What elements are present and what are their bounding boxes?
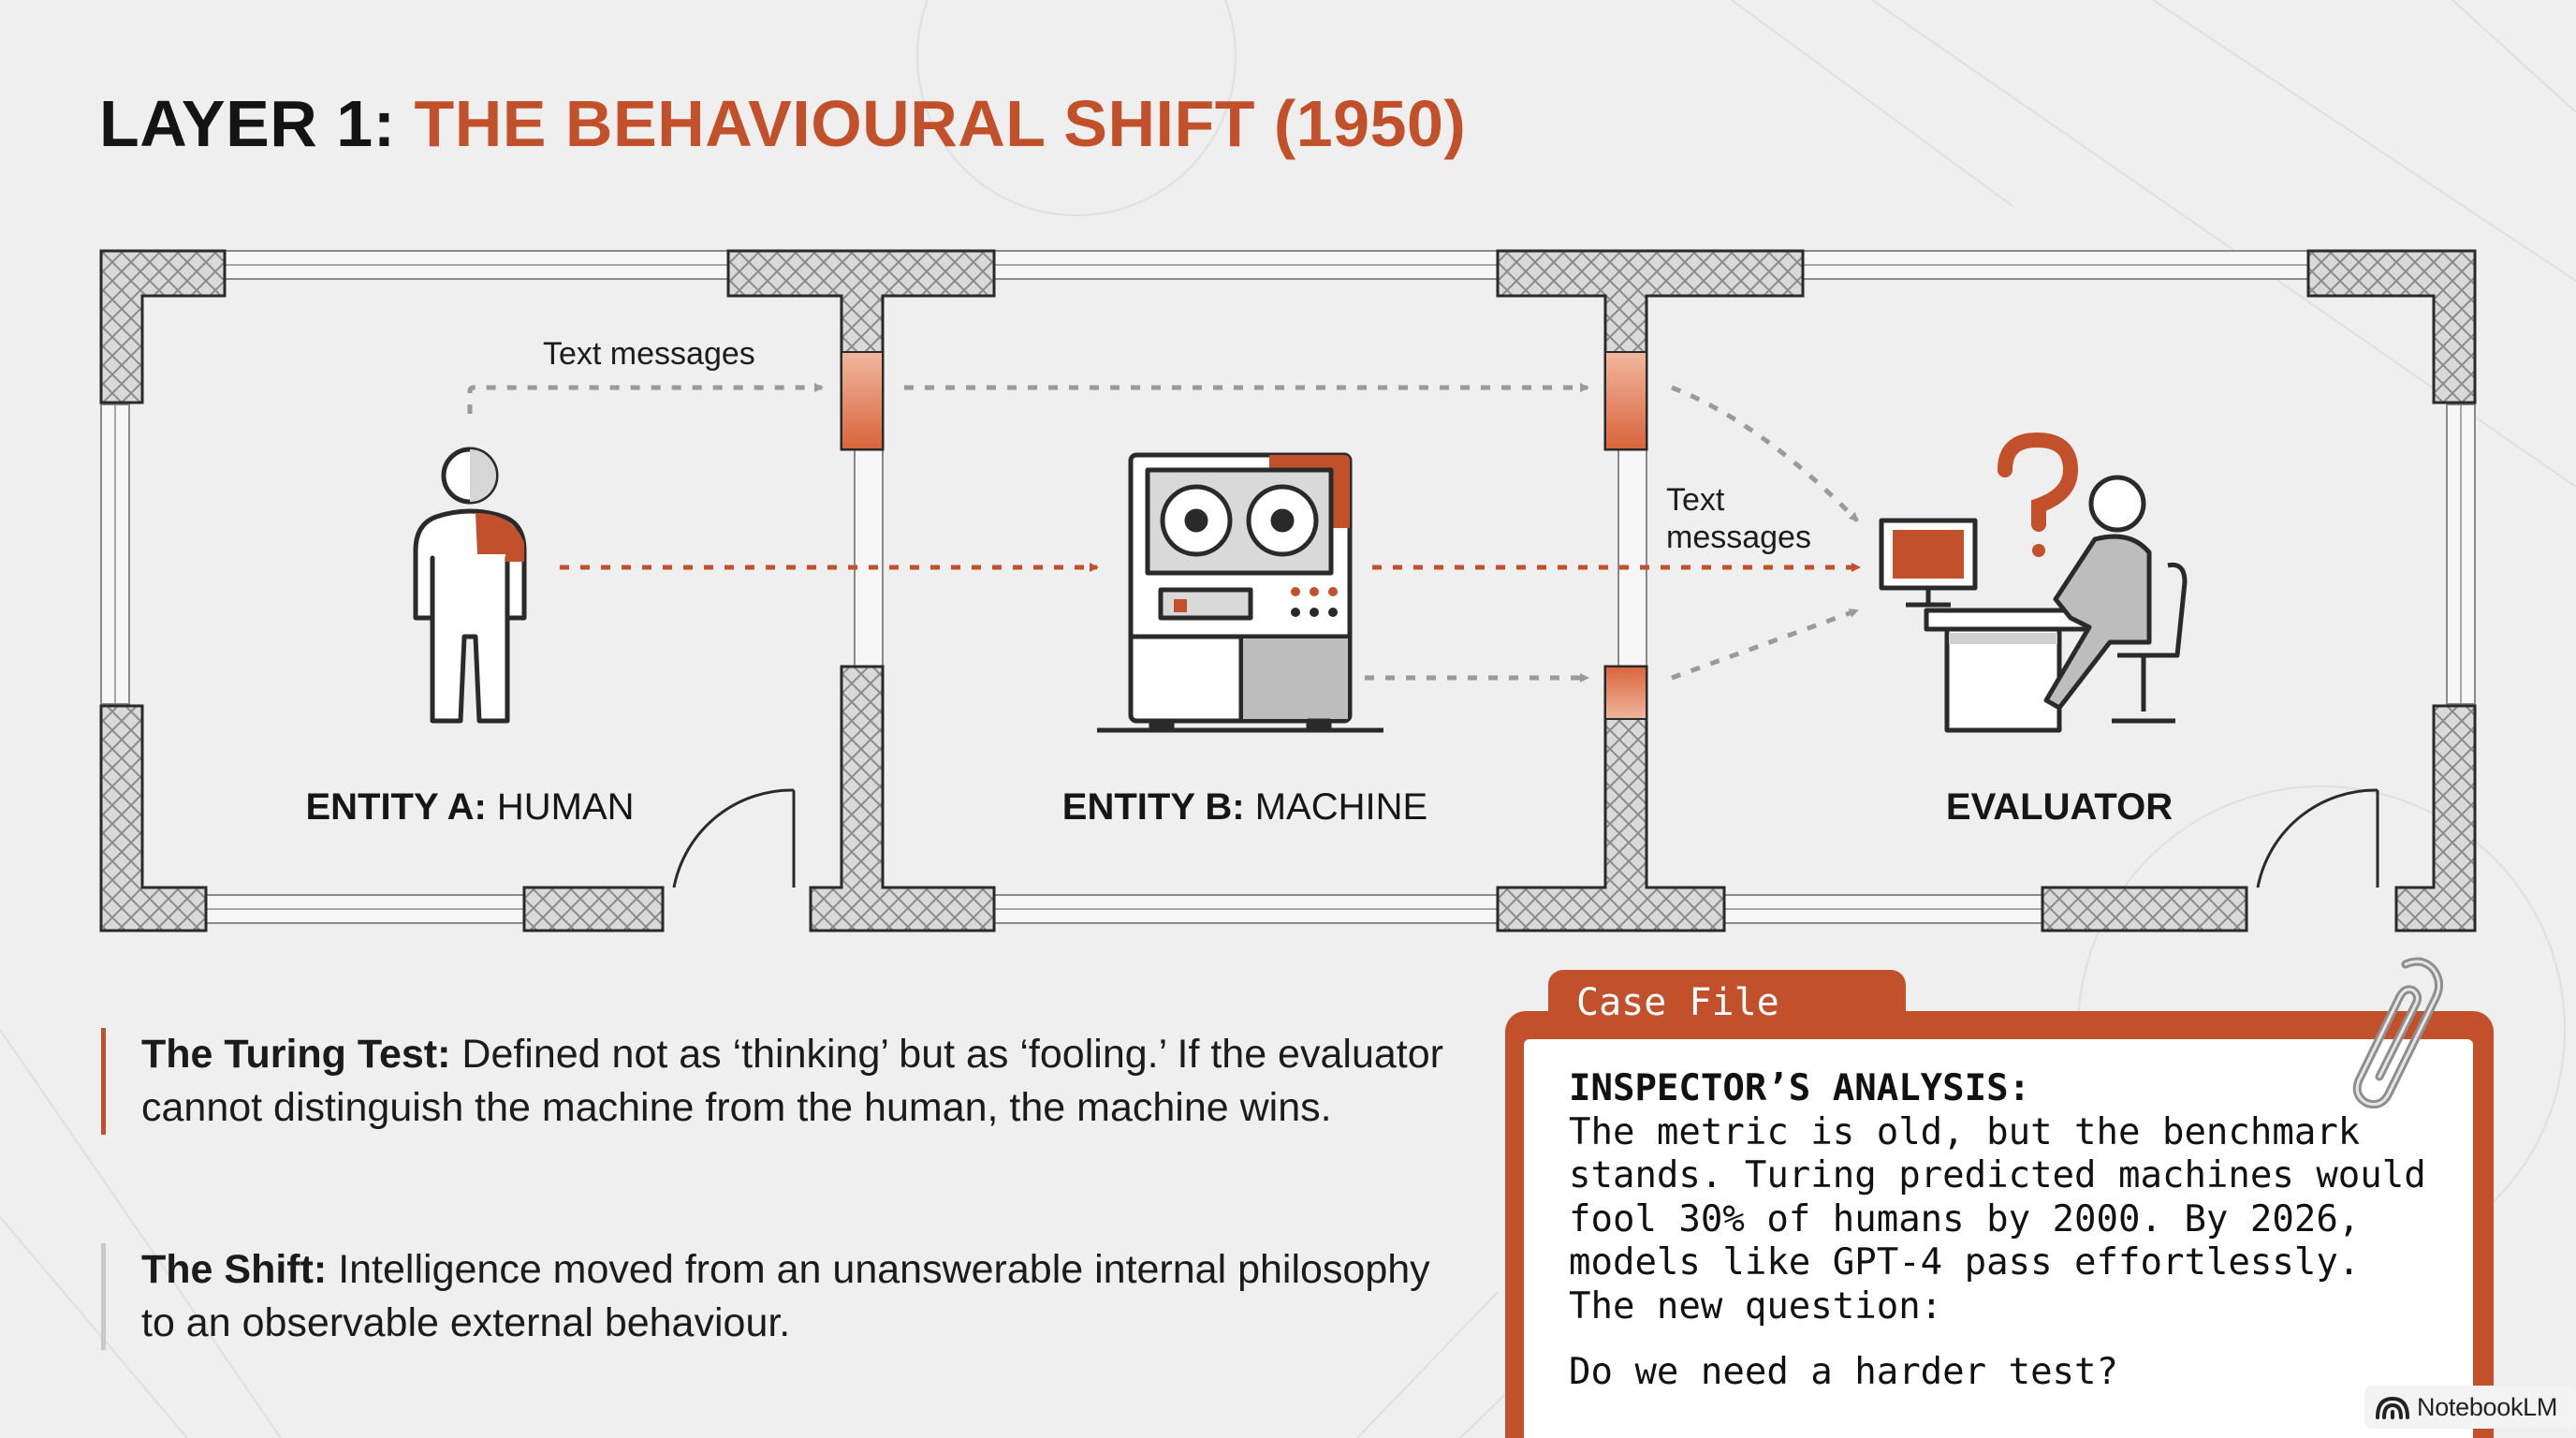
title-highlight: THE BEHAVIOURAL SHIFT (1950) — [414, 87, 1467, 160]
page-title: LAYER 1: THE BEHAVIOURAL SHIFT (1950) — [99, 86, 1466, 161]
entity-a-label-bold: ENTITY A: — [305, 786, 487, 828]
evaluator-desk-icon — [1879, 475, 2188, 733]
notebooklm-logo-icon — [2376, 1396, 2409, 1419]
turing-test-note: The Turing Test: Defined not as ‘thinkin… — [101, 1028, 1471, 1135]
arrow-label-top: Text messages — [543, 336, 755, 372]
entity-a-label-rest: HUMAN — [486, 786, 635, 828]
evaluator-label-bold: EVALUATOR — [1945, 786, 2174, 828]
evaluator-label: EVALUATOR — [1946, 786, 2173, 829]
entity-b-label: ENTITY B: MACHINE — [1062, 786, 1427, 829]
case-file-tab-label: Case File — [1576, 981, 1779, 1024]
case-file-heading: INSPECTOR’S ANALYSIS: — [1569, 1067, 2031, 1109]
shift-note-text: Intelligence moved from an unanswerable … — [141, 1247, 1430, 1345]
reel-to-reel-computer-icon — [1097, 452, 1383, 733]
wall-openings — [841, 351, 1647, 720]
entity-a-label: ENTITY A: HUMAN — [305, 786, 634, 829]
case-file-text: INSPECTOR’S ANALYSIS: The metric is old,… — [1569, 1067, 2439, 1395]
turing-test-note-text: Defined not as ‘thinking’ but as ‘foolin… — [141, 1032, 1443, 1130]
case-file-question: Do we need a harder test? — [1569, 1351, 2118, 1393]
case-file-paper — [1524, 1039, 2473, 1438]
arrow-label-right: Text messages — [1666, 481, 1811, 556]
paperclip-icon — [2352, 957, 2443, 1109]
case-file-body: The metric is old, but the benchmark sta… — [1569, 1110, 2426, 1328]
arrow-label-right-line2: messages — [1666, 520, 1811, 555]
entity-b-label-rest: MACHINE — [1244, 786, 1428, 828]
person-icon — [413, 447, 527, 724]
title-prefix: LAYER 1: — [99, 87, 396, 160]
entity-b-label-bold: ENTITY B: — [1061, 786, 1245, 828]
shift-note-bold: The Shift: — [141, 1247, 328, 1292]
question-mark-icon — [1998, 432, 2079, 557]
arrow-label-right-line1: Text — [1666, 482, 1725, 518]
turing-test-note-bold: The Turing Test: — [141, 1032, 451, 1077]
shift-note: The Shift: Intelligence moved from an un… — [101, 1243, 1471, 1350]
arrows — [467, 383, 1861, 682]
doors — [672, 788, 2379, 888]
brand-name: NotebookLM — [2417, 1392, 2558, 1421]
notebooklm-badge: NotebookLM — [2364, 1386, 2576, 1429]
walls — [99, 249, 2477, 932]
